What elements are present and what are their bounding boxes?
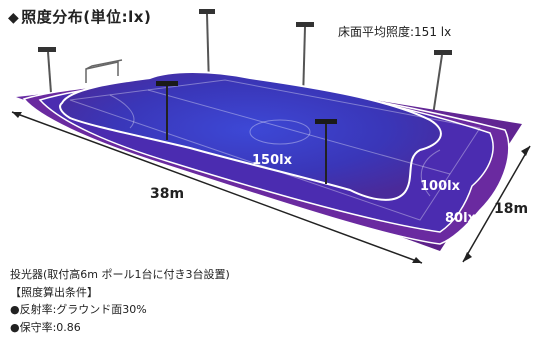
contour-label: 100lx	[420, 179, 461, 194]
light-pole	[38, 47, 56, 94]
conditions-notes: 投光器(取付高6m ポール1台に付き3台設置) 【照度算出条件】 ●反射率:グラ…	[10, 266, 230, 336]
length-label: 38m	[150, 186, 184, 202]
average-illuminance: 床面平均照度:151 lx	[338, 25, 452, 39]
note-line: ●反射率:グラウンド面30%	[10, 303, 147, 316]
note-line: ●保守率:0.86	[10, 320, 81, 334]
title-text: 照度分布(単位:lx)	[21, 8, 152, 26]
court-lamps	[156, 81, 337, 184]
lamp-fixture	[156, 81, 178, 140]
lamp-fixture	[315, 119, 337, 184]
title-diamond-icon: ◆	[8, 10, 20, 26]
diagram-title: ◆照度分布(単位:lx)	[8, 6, 151, 27]
note-line: 投光器(取付高6m ポール1台に付き3台設置)	[10, 268, 230, 281]
contour-150lx-zone	[59, 71, 442, 201]
width-label: 18m	[494, 201, 528, 217]
note-line: 【照度算出条件】	[10, 285, 98, 299]
court-lines	[69, 79, 481, 221]
length-dimension: 38m	[11, 111, 423, 264]
width-dimension: 18m	[462, 145, 531, 263]
contour-label: 150lx	[252, 153, 293, 168]
contour-label: 80lx	[445, 211, 477, 226]
goal-left	[85, 59, 123, 83]
